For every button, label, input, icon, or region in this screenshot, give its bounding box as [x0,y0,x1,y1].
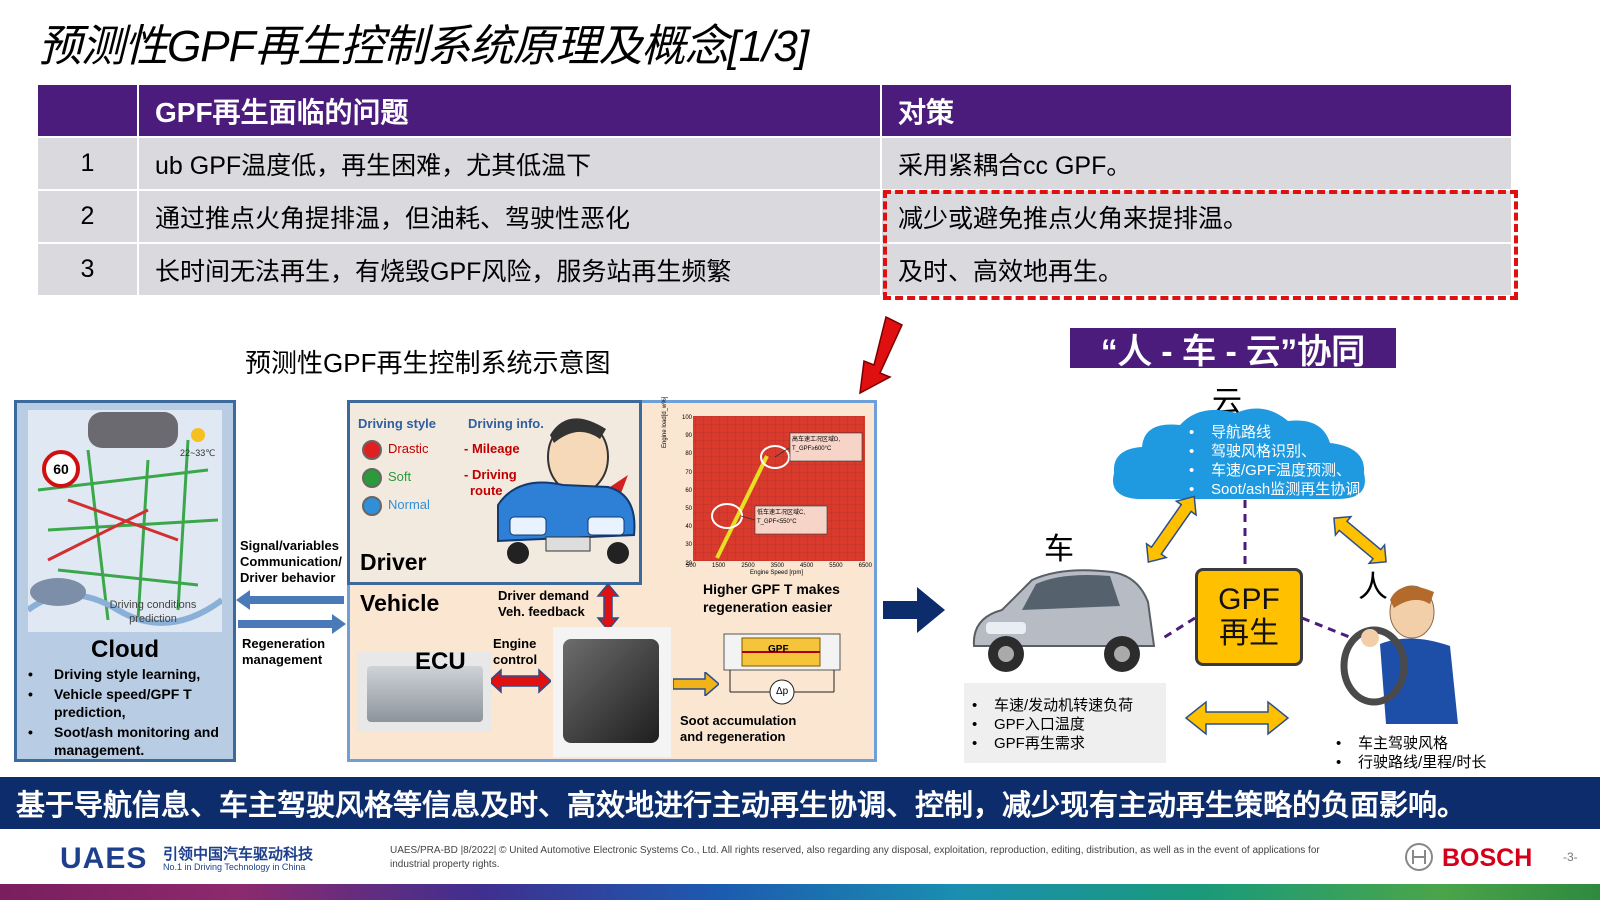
red-updown-arrow-icon [596,584,620,630]
person-label: 人 [1358,571,1388,604]
hot-zone-label: 高车速工况区域D, T_GPF≥600°C [792,437,841,452]
list-item: GPF再生需求 [968,734,1133,753]
cloud-feature-list: Driving style learning, Vehicle speed/GP… [24,665,234,761]
gpf-device-label: GPF [768,644,789,655]
car-info-list: 车速/发动机转速负荷 GPF入口温度 GPF再生需求 [968,696,1133,753]
red-dot-icon [362,440,382,460]
table-header-problem: GPF再生面临的问题 [139,85,882,136]
list-item: 导航路线 [1185,423,1360,442]
row-number: 1 [38,138,139,189]
driver-heading: Driver [360,549,427,575]
table-row: 2 通过推点火角提排温，但油耗、驾驶性恶化 减少或避免推点火角来提排温。 [38,191,1511,242]
info-route: - Driving [464,467,517,482]
heatmap-y-label: Engine load[d_w%] [662,396,668,448]
cloud-heading: Cloud [91,636,159,663]
traffic-map-image: 60 22~33℃ Driving conditions prediction [28,410,222,632]
green-dot-icon [362,468,382,488]
cloud-function-list: 导航路线 驾驶风格识别、 车速/GPF温度预测、 Soot/ash监测再生协调 [1185,423,1360,499]
row-number: 2 [38,191,139,242]
summary-banner: 基于导航信息、车主驾驶风格等信息及时、高效地进行主动再生协调、控制，减少现有主动… [0,777,1600,829]
double-arrow-icon [236,590,346,634]
cold-zone-label: 低车速工况区域C, T_GPF<550°C [757,510,806,525]
car-image [972,569,1156,672]
row-problem: 通过推点火角提排温，但油耗、驾驶性恶化 [139,191,882,242]
diagram-title: 预测性GPF再生控制系统示意图 [245,348,611,378]
driver-cartoon-image [497,418,636,564]
yellow-arrow-icon [673,672,719,696]
dp-sensor-label: Δp [776,686,789,697]
row-solution: 减少或避免推点火角来提排温。 [882,191,1511,242]
heatmap-x-label: Engine Speed [rpm] [750,570,804,576]
navy-right-arrow-icon [883,587,945,633]
list-item: Soot/ash monitoring and management. [24,723,234,759]
gpf-filter-image [723,633,841,705]
row-problem: ub GPF温度低，再生困难，尤其低温下 [139,138,882,189]
uaes-logo: UAES [60,842,148,875]
driver-demand-label: Driver demand Veh. feedback [498,588,590,619]
engine-image [553,627,671,757]
vehicle-heading: Vehicle [360,590,440,616]
row-solution: 采用紧耦合cc GPF。 [882,138,1511,189]
legal-text: UAES/PRA-BD |8/2022| © United Automotive… [390,845,1320,870]
soot-label: Soot accumulation and regeneration [680,713,797,744]
info-mileage: - Mileage [464,441,520,456]
driver-person-image [1340,585,1458,724]
bosch-logo: BOSCH [1442,844,1533,872]
driving-style-label: Driving style [358,416,437,431]
red-arrow-icon [859,315,903,395]
engine-map-heatmap [693,416,865,561]
uaes-slogan-cn: 引领中国汽车驱动科技 [163,846,314,863]
sun-icon [191,428,205,442]
list-item: GPF入口温度 [968,715,1133,734]
heatmap-x-ticks: 500 1500 2500 3500 4500 5500 6500 [686,563,872,569]
list-item: 车速/发动机转速负荷 [968,696,1133,715]
collab-title: “人 - 车 - 云”协同 [1070,328,1396,371]
row-solution: 及时、高效地再生。 [882,244,1511,295]
car-label: 车 [1044,533,1074,566]
signal-label: Signal/variables Communication/ Driver b… [240,538,342,585]
driving-info-label: Driving info. [468,416,544,431]
person-info-list: 车主驾驶风格 行驶路线/里程/时长 [1332,734,1486,772]
heatmap-y-ticks: 100 90 80 70 60 50 40 30 20 [681,415,692,567]
temperature-label: 22~33℃ [180,448,216,458]
list-item: 行驶路线/里程/时长 [1332,753,1486,772]
list-item: 车主驾驶风格 [1332,734,1486,753]
map-caption: Driving conditions prediction [109,599,197,625]
gpf-regen-box: GPF 再生 [1195,568,1303,666]
page-number: -3- [1563,850,1578,864]
list-item: Vehicle speed/GPF T prediction, [24,685,234,721]
table-header-solution: 对策 [882,85,1511,136]
info-route-2: route [470,483,503,498]
table-header-row: GPF再生面临的问题 对策 [38,85,1511,136]
table-row: 1 ub GPF温度低，再生困难，尤其低温下 采用紧耦合cc GPF。 [38,138,1511,189]
bosch-emblem-icon [1405,843,1433,871]
row-problem: 长时间无法再生，有烧毁GPF风险，服务站再生频繁 [139,244,882,295]
list-item: 车速/GPF温度预测、 [1185,461,1360,480]
higher-gpf-label: Higher GPF T makes regeneration easier [703,581,840,615]
table-header-no [38,85,139,136]
table-row: 3 长时间无法再生，有烧毁GPF风险，服务站再生频繁 及时、高效地再生。 [38,244,1511,295]
list-item: Driving style learning, [24,665,234,683]
uaes-slogan-en: No.1 in Driving Technology in China [163,862,306,872]
footer-color-stripe [0,884,1600,900]
blue-dot-icon [362,496,382,516]
engine-control-label: Engine control [493,636,538,667]
collab-connectors [1145,495,1387,736]
ecu-label: ECU [415,648,466,675]
slide-title: 预测性GPF再生控制系统原理及概念[1/3] [38,22,809,71]
speed-sign-icon: 60 [42,450,80,488]
list-item: Soot/ash监测再生协调 [1185,480,1360,499]
ecu-image: ECU [357,648,491,732]
regen-label: Regeneration management [242,636,326,667]
row-number: 3 [38,244,139,295]
list-item: 驾驶风格识别、 [1185,442,1360,461]
highlight-dashed-box [883,190,1518,300]
red-leftright-arrow-icon [489,668,551,694]
